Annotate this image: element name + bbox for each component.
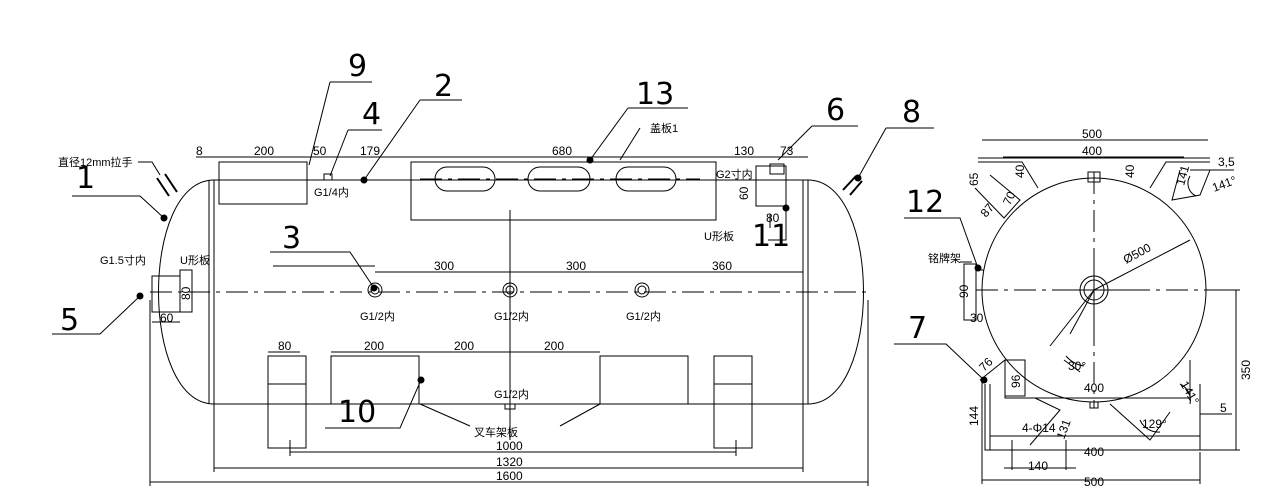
label-g12-4: G1/2内 (494, 387, 529, 401)
dim-side-3-5: 3,5 (1218, 155, 1235, 169)
dim-200-top: 200 (254, 144, 274, 158)
dim-80-right: 80 (766, 211, 780, 225)
balloon-9: 9 (348, 49, 367, 84)
label-g15: G1.5寸内 (100, 253, 146, 267)
label-cover-plate: 盖板1 (650, 121, 678, 135)
balloon-3: 3 (282, 221, 301, 256)
dim-side-40-a: 40 (1013, 164, 1027, 178)
dim-side-129-deg: 129° (1142, 417, 1167, 431)
dim-360: 360 (712, 259, 732, 273)
dim-side-40-b: 40 (1123, 164, 1137, 178)
dim-80-bottom: 80 (278, 339, 292, 353)
dim-side-76: 76 (976, 355, 996, 375)
label-g12-1: G1/2内 (360, 309, 395, 323)
label-g14: G1/4内 (314, 185, 349, 199)
dim-60-right: 60 (737, 186, 751, 200)
label-u-plate-right: U形板 (704, 229, 734, 243)
dim-200-b1: 200 (364, 339, 384, 353)
balloon-11: 11 (752, 219, 790, 254)
balloon-4: 4 (362, 97, 381, 132)
dim-side-dia-500: Ø500 (1121, 240, 1154, 266)
dim-side-90: 90 (957, 284, 971, 298)
balloon-5: 5 (60, 303, 79, 338)
dim-side-400-top: 400 (1082, 144, 1102, 158)
dim-side-500-bottom: 500 (1084, 475, 1104, 489)
dim-73: 73 (780, 144, 794, 158)
dim-side-140: 140 (1028, 459, 1048, 473)
balloon-10: 10 (338, 395, 376, 430)
dim-side-144: 144 (967, 406, 981, 426)
balloon-2: 2 (434, 69, 453, 104)
dim-side-5: 5 (1220, 401, 1227, 415)
dim-300-a: 300 (434, 259, 454, 273)
label-g12-2: G1/2内 (494, 309, 529, 323)
balloon-6: 6 (826, 93, 845, 128)
tank-side-view (963, 139, 1240, 484)
dim-130: 130 (734, 144, 754, 158)
dim-side-141-b: 141° (1210, 173, 1238, 195)
label-u-plate-left: U形板 (180, 253, 210, 267)
dim-50: 50 (313, 144, 327, 158)
dim-60-left: 60 (160, 311, 174, 325)
label-handle: 直径12mm拉手 (58, 155, 133, 169)
dim-680: 680 (552, 144, 572, 158)
balloon-7: 7 (908, 311, 927, 346)
dim-side-70: 70 (1000, 189, 1018, 207)
dim-side-30-deg: 30° (1068, 359, 1086, 373)
balloon-8: 8 (902, 95, 921, 130)
dim-1320: 1320 (496, 455, 523, 469)
tank-front-view (149, 156, 870, 486)
dim-side-65: 65 (967, 172, 981, 186)
dim-80-left: 80 (179, 286, 193, 300)
dim-side-500-top: 500 (1082, 127, 1102, 141)
dim-side-30: 30 (970, 311, 984, 325)
dim-1000: 1000 (496, 439, 523, 453)
label-nameplate-bracket: 铭牌架 (928, 251, 961, 265)
label-g2: G2寸内 (716, 167, 753, 181)
dim-side-400-mid: 400 (1084, 381, 1104, 395)
front-view-leaders (52, 81, 934, 429)
dim-200-b2: 200 (454, 339, 474, 353)
side-view-leaders (894, 217, 988, 384)
balloon-1: 1 (76, 161, 95, 196)
dim-side-400-bottom: 400 (1084, 445, 1104, 459)
dim-8: 8 (196, 144, 203, 158)
dim-side-131: 131 (1054, 417, 1074, 441)
dim-179: 179 (360, 144, 380, 158)
label-forklift-plate: 叉车架板 (474, 425, 518, 439)
dim-side-87: 87 (978, 200, 998, 219)
dim-300-b: 300 (566, 259, 586, 273)
dim-side-141-c: 141° (1177, 379, 1202, 408)
dim-1600: 1600 (496, 469, 523, 483)
dim-side-4-phi-14: 4-Φ14 (1022, 421, 1056, 435)
dim-200-b3: 200 (544, 339, 564, 353)
label-g12-3: G1/2内 (626, 309, 661, 323)
dim-side-96: 96 (1009, 374, 1023, 388)
balloon-12: 12 (906, 185, 944, 220)
dim-side-141-a: 141 (1173, 163, 1192, 186)
dim-side-350: 350 (1239, 360, 1253, 380)
balloon-13: 13 (636, 77, 674, 112)
